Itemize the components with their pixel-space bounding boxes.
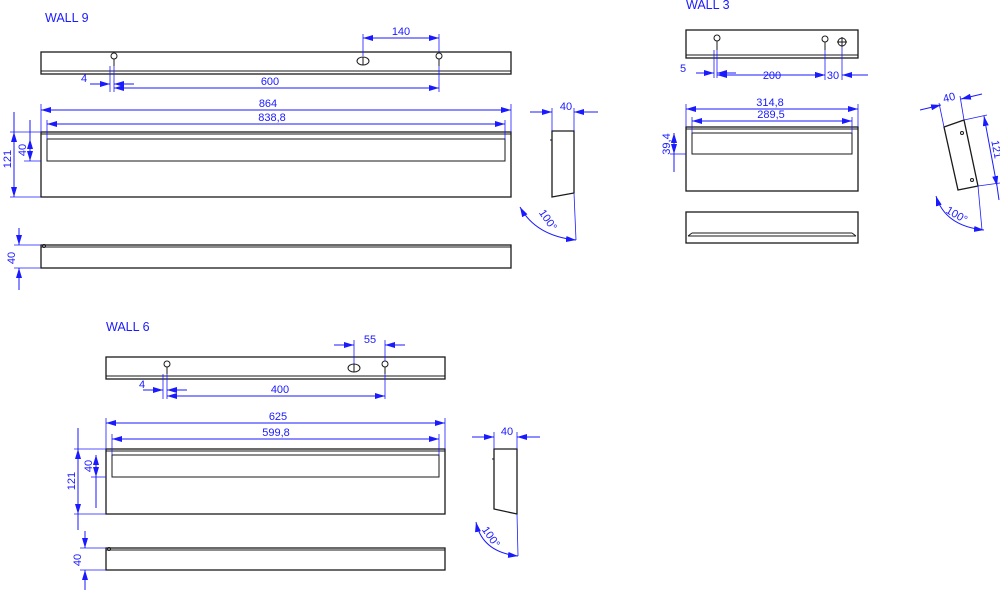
wall3-dim-200: 200 xyxy=(763,70,781,82)
wall3-dim-angle: 100° xyxy=(944,205,970,227)
wall9-dim-140: 140 xyxy=(392,26,410,38)
wall3-hole-left xyxy=(713,34,721,50)
wall9-group: WALL 9 140 xyxy=(2,11,598,290)
wall9-dim-121: 121 xyxy=(2,150,14,168)
wall9-top-view: 140 4 600 xyxy=(40,26,512,92)
wall9-bottom-view: 40 xyxy=(6,228,512,290)
wall6-slot xyxy=(347,363,361,373)
wall6-bottom-view: 40 xyxy=(72,531,446,590)
wall3-side-view: 40 121 100° xyxy=(919,91,1000,232)
wall9-dim-4: 4 xyxy=(81,73,87,85)
wall3-dim-39-4: 39,4 xyxy=(661,133,673,154)
wall6-side-view: 40 100° xyxy=(472,426,540,558)
wall6-dim-400: 400 xyxy=(271,384,289,396)
wall3-dim-314-8: 314,8 xyxy=(756,97,784,109)
wall6-dim-55: 55 xyxy=(364,334,376,346)
wall6-front-view: 625 599,8 121 40 xyxy=(66,411,446,530)
wall3-dim-40-depth: 40 xyxy=(942,91,957,106)
wall3-top-view: 5 200 30 xyxy=(680,29,868,82)
wall9-dim-600: 600 xyxy=(261,76,279,88)
wall3-crosshair xyxy=(837,37,847,47)
wall9-dim-838-8: 838,8 xyxy=(258,112,286,124)
wall6-dim-40-bottom: 40 xyxy=(72,554,84,566)
wall6-dim-40-inner: 40 xyxy=(83,460,95,472)
wall6-dim-4: 4 xyxy=(139,379,145,391)
wall3-dim-5: 5 xyxy=(680,63,686,75)
wall9-front-view: 864 838,8 121 40 xyxy=(2,98,512,198)
wall9-dim-angle: 100° xyxy=(536,208,559,234)
wall3-dim-121: 121 xyxy=(988,139,1000,159)
wall3-group: WALL 3 5 xyxy=(661,0,1000,244)
wall9-slot xyxy=(356,56,370,66)
wall6-title: WALL 6 xyxy=(106,320,150,334)
wall9-dim-40-bottom: 40 xyxy=(6,252,18,264)
wall9-dim-40-inner: 40 xyxy=(17,144,29,156)
wall6-dim-625: 625 xyxy=(269,411,287,423)
wall9-hole-right xyxy=(435,52,443,66)
wall9-dim-864: 864 xyxy=(259,98,277,110)
wall6-dim-121: 121 xyxy=(66,472,78,490)
wall6-hole-right xyxy=(381,360,389,374)
wall3-title: WALL 3 xyxy=(686,0,730,12)
wall3-front-view: 314,8 289,5 39,4 xyxy=(661,97,859,192)
wall6-group: WALL 6 55 xyxy=(66,320,540,590)
wall3-bottom-view xyxy=(685,211,859,244)
wall9-side-view: 40 100° xyxy=(519,101,598,242)
wall3-hole-right xyxy=(821,35,829,50)
wall3-dim-30: 30 xyxy=(827,70,839,82)
wall6-top-view: 55 4 400 xyxy=(105,334,446,399)
wall6-dim-599-8: 599,8 xyxy=(262,427,290,439)
wall6-dim-40-depth: 40 xyxy=(501,426,513,438)
wall6-hole-left xyxy=(163,360,171,374)
wall9-title: WALL 9 xyxy=(45,11,89,25)
wall9-hole-left xyxy=(110,52,118,66)
wall9-dim-40-depth: 40 xyxy=(560,101,572,113)
wall3-dim-289-5: 289,5 xyxy=(757,109,785,121)
